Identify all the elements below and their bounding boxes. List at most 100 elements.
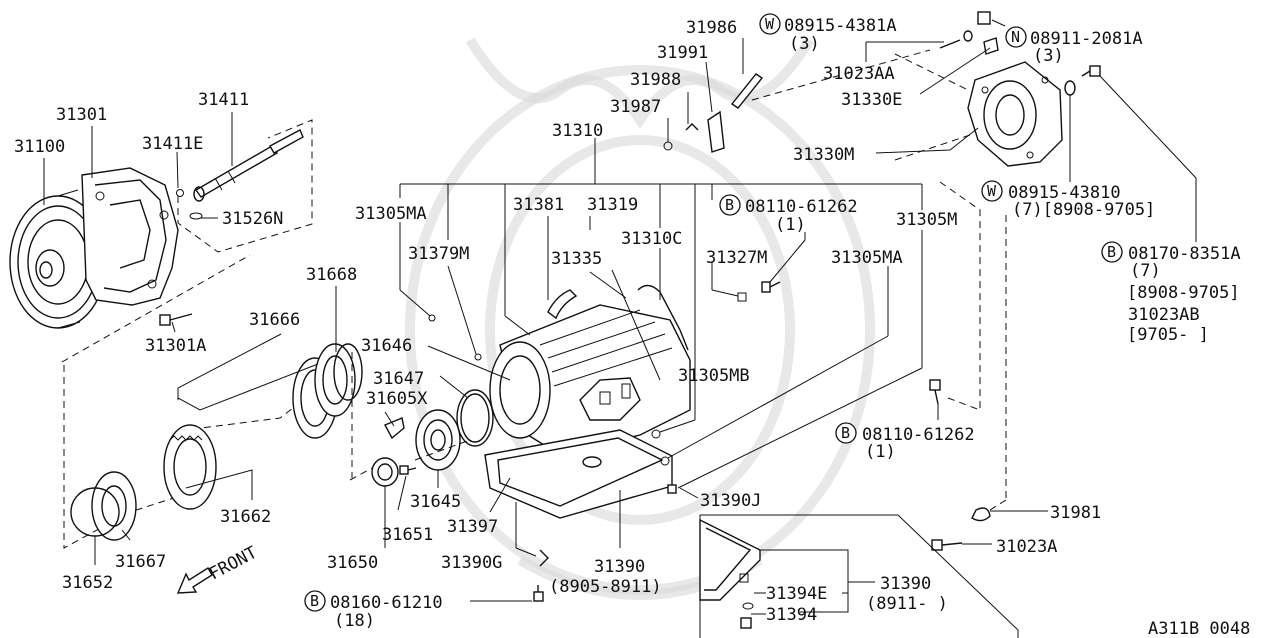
label-31390: 31390 — [594, 557, 645, 577]
label-31605x: 31605X — [366, 389, 428, 409]
callout-number: 08915-4381A — [784, 16, 897, 36]
plug-31305ma-left — [428, 314, 436, 322]
label-31667: 31667 — [115, 552, 166, 572]
callout-b-08110-61262-upper: B 08110-61262 (1) — [719, 194, 858, 235]
label-31301a: 31301A — [145, 336, 206, 356]
label-31305ma-right: 31305MA — [831, 248, 903, 268]
bearing-31645 — [415, 409, 461, 471]
label-31390-range: (8905-8911) — [549, 577, 662, 597]
part-labels: 31100 31301 31411 31411E 31526N 31301A 3… — [14, 18, 1209, 625]
callout-qty: (18) — [334, 611, 375, 631]
nut-badge-icon — [1005, 26, 1027, 48]
label-31319: 31319 — [587, 195, 638, 215]
label-31023ab-range: [9705- ] — [1127, 325, 1209, 345]
bracket-31327m — [737, 292, 747, 302]
label-31991: 31991 — [657, 43, 708, 63]
label-31305mb: 31305MB — [678, 366, 750, 386]
svg-text:B: B — [310, 592, 319, 610]
bolt-badge-icon — [304, 590, 326, 612]
label-31411e: 31411E — [142, 134, 203, 154]
nut-08911 — [977, 11, 991, 25]
svg-text:B: B — [1107, 243, 1116, 261]
ring-31981 — [971, 507, 991, 522]
bolt-08160 — [533, 585, 544, 602]
bolt-08110-upper — [761, 281, 781, 293]
washer-08915-43810 — [1064, 80, 1076, 96]
callout-qty: (7)[8908-9705] — [1012, 200, 1155, 220]
callout-qty: (3) — [1033, 46, 1064, 66]
label-31305m: 31305M — [896, 210, 957, 230]
label-31390-detail: 31390 — [880, 574, 931, 594]
converter-housing — [81, 167, 179, 306]
label-31651: 31651 — [382, 525, 433, 545]
callout-number: 08110-61262 — [745, 197, 858, 217]
svg-text:W: W — [765, 15, 775, 33]
callout-number: 08911-2081A — [1030, 29, 1143, 49]
label-31023aa: 31023AA — [823, 64, 895, 84]
label-31647: 31647 — [373, 369, 424, 389]
bolt-badge-icon — [1101, 241, 1123, 263]
label-31023ab: 31023AB — [1128, 305, 1200, 325]
label-31987: 31987 — [610, 97, 661, 117]
label-31381: 31381 — [513, 195, 564, 215]
bolt-31390j — [667, 484, 677, 494]
stud-31023aa — [939, 30, 973, 49]
callout-qty: (7) — [1130, 261, 1161, 281]
oil-pan-detail — [699, 518, 761, 629]
label-31390g: 31390G — [441, 553, 502, 573]
callout-w-08915-4381a: W 08915-4381A (3) — [759, 13, 897, 54]
callout-b-08170-8351a: B 08170-8351A (7) [8908-9705] — [1101, 241, 1241, 303]
label-31397: 31397 — [447, 517, 498, 537]
clip-31988 — [685, 123, 699, 131]
label-31411: 31411 — [198, 90, 249, 110]
bolt-08170 — [1081, 65, 1101, 77]
callout-number: 08110-61262 — [862, 425, 975, 445]
shaft-group-outline — [177, 119, 313, 253]
torque-converter — [9, 189, 107, 329]
label-31390-detail-range: (8911- ) — [866, 594, 948, 614]
callout-n-08911-2081a: N 08911-2081A (3) — [1005, 26, 1143, 66]
label-31394e: 31394E — [766, 584, 827, 604]
clutch-drum-31666 — [292, 343, 356, 439]
snap-ring-31668 — [333, 343, 363, 401]
diagram-code: A311B 0048 — [1148, 619, 1250, 638]
callout-qty: (1) — [775, 215, 806, 235]
label-31023a: 31023A — [996, 537, 1057, 557]
label-31650: 31650 — [327, 553, 378, 573]
hose-31381 — [547, 289, 578, 320]
bolt-badge-icon — [719, 194, 741, 216]
clip-31605x — [384, 417, 405, 440]
seal-31526n — [189, 212, 203, 220]
callout-b-08110-61262-lower: B 08110-61262 (1) — [835, 422, 975, 462]
washer-badge-icon — [759, 13, 781, 35]
bolt-08110-lower — [929, 379, 941, 405]
alignment-line-left — [61, 254, 251, 363]
label-31310c: 31310C — [621, 229, 682, 249]
label-31330m: 31330M — [793, 145, 854, 165]
callout-qty: (3) — [789, 34, 820, 54]
label-31666: 31666 — [249, 310, 300, 330]
bolt-badge-icon — [835, 422, 857, 444]
label-31305ma-left: 31305MA — [355, 204, 427, 224]
label-31526n: 31526N — [222, 209, 283, 229]
sleeve-31991 — [707, 110, 725, 153]
oring-31411e — [176, 189, 184, 197]
label-31645: 31645 — [410, 492, 461, 512]
label-31986: 31986 — [686, 18, 737, 38]
label-31301: 31301 — [56, 105, 107, 125]
plug-31379m — [474, 353, 482, 361]
label-31327m: 31327M — [706, 248, 767, 268]
callout-number: 08160-61210 — [330, 593, 443, 613]
bolt-31023a — [931, 539, 963, 551]
clip-31390g — [539, 549, 549, 567]
bolt-31651 — [399, 465, 417, 475]
pinion-31986 — [730, 73, 764, 109]
callout-number: 08915-43810 — [1008, 183, 1121, 203]
svg-text:B: B — [725, 196, 734, 214]
label-31668: 31668 — [306, 265, 357, 285]
label-31330e: 31330E — [841, 90, 902, 110]
svg-text:B: B — [841, 424, 850, 442]
label-31310: 31310 — [552, 121, 603, 141]
